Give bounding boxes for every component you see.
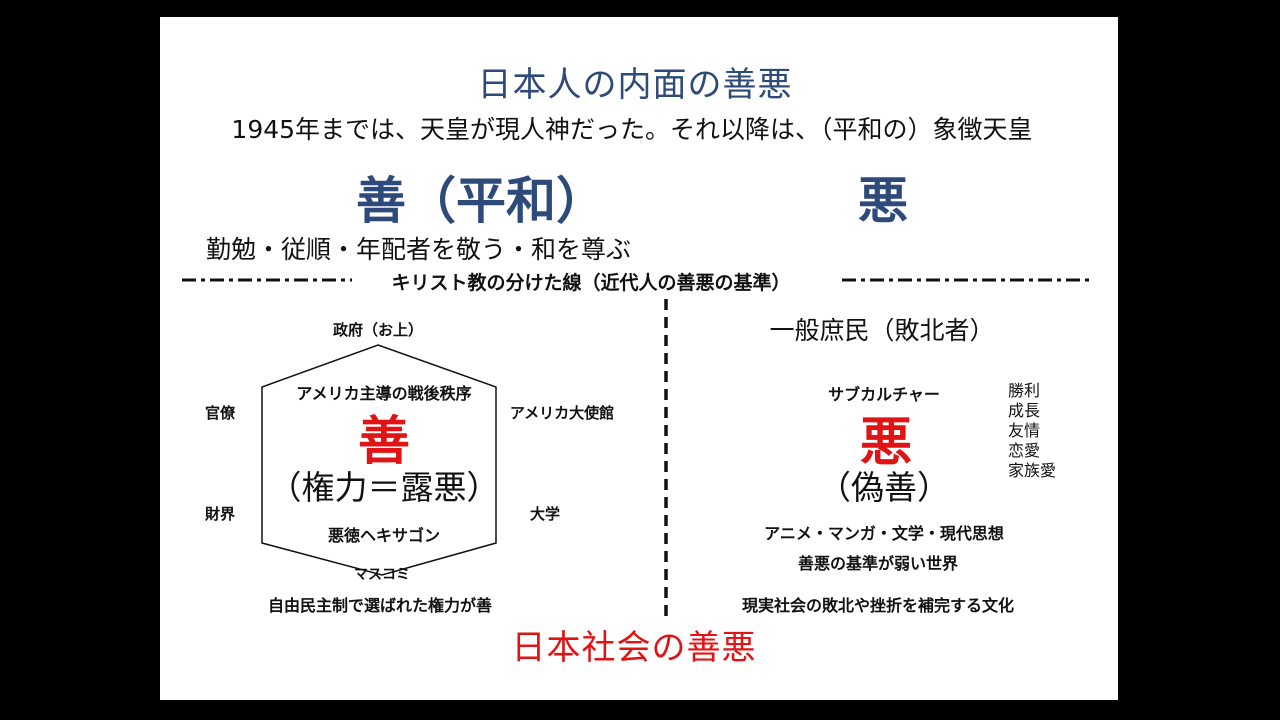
subculture-label: サブカルチャー	[828, 385, 940, 404]
hexagon-left-lower: 財界	[204, 505, 236, 523]
vice-hexagon	[261, 344, 497, 576]
big-evil-char: 悪	[859, 413, 913, 473]
big-good-char: 善	[357, 412, 411, 472]
subtitle: 1945年までは、天皇が現人神だった。それ以降は、（平和の）象徴天皇	[231, 115, 1033, 144]
evil-heading: 悪	[858, 172, 908, 230]
common-people-label: 一般庶民（敗北者）	[769, 316, 995, 345]
value-item: 恋愛	[1008, 441, 1041, 460]
divider-label: キリスト教の分けた線（近代人の善悪の基準）	[391, 272, 791, 294]
good-heading: 善（平和）	[356, 172, 606, 230]
value-item: 成長	[1008, 401, 1041, 420]
hexagon-right-upper: アメリカ大使館	[509, 404, 615, 422]
hexagon-label: 悪徳ヘキサゴン	[327, 526, 441, 545]
postwar-order-label: アメリカ主導の戦後秩序	[296, 384, 472, 403]
slide-title: 日本人の内面の善悪	[477, 65, 793, 105]
hexagon-top-vertex: 政府（お上）	[332, 321, 424, 339]
value-item: 家族愛	[1008, 461, 1057, 480]
value-item: 勝利	[1008, 381, 1041, 400]
value-item: 友情	[1008, 421, 1041, 440]
hypocrisy-label: （偽善）	[818, 468, 950, 507]
hexagon-right-lower: 大学	[529, 505, 561, 523]
slide: 日本人の内面の善悪 1945年までは、天皇が現人神だった。それ以降は、（平和の）…	[160, 17, 1118, 700]
virtues-line: 勤勉・従順・年配者を敬う・和を尊ぶ	[206, 235, 632, 264]
left-caption: 自由民主制で選ばれた権力が善	[267, 596, 493, 615]
values-list: 勝利 成長 友情 恋愛 家族愛	[1008, 381, 1056, 481]
hexagon-bottom-vertex: マスコミ	[354, 567, 410, 583]
hexagon-left-upper: 官僚	[204, 404, 236, 422]
right-caption: 現実社会の敗北や挫折を補完する文化	[741, 596, 1015, 615]
weak-world-label: 善悪の基準が弱い世界	[797, 554, 959, 573]
power-label: （権力＝露悪）	[268, 468, 500, 507]
center-divider	[664, 299, 668, 621]
culture-line: アニメ・マンガ・文学・現代思想	[764, 524, 1004, 543]
bottom-title: 日本社会の善悪	[511, 628, 757, 668]
divider-dash-line	[182, 278, 1092, 282]
